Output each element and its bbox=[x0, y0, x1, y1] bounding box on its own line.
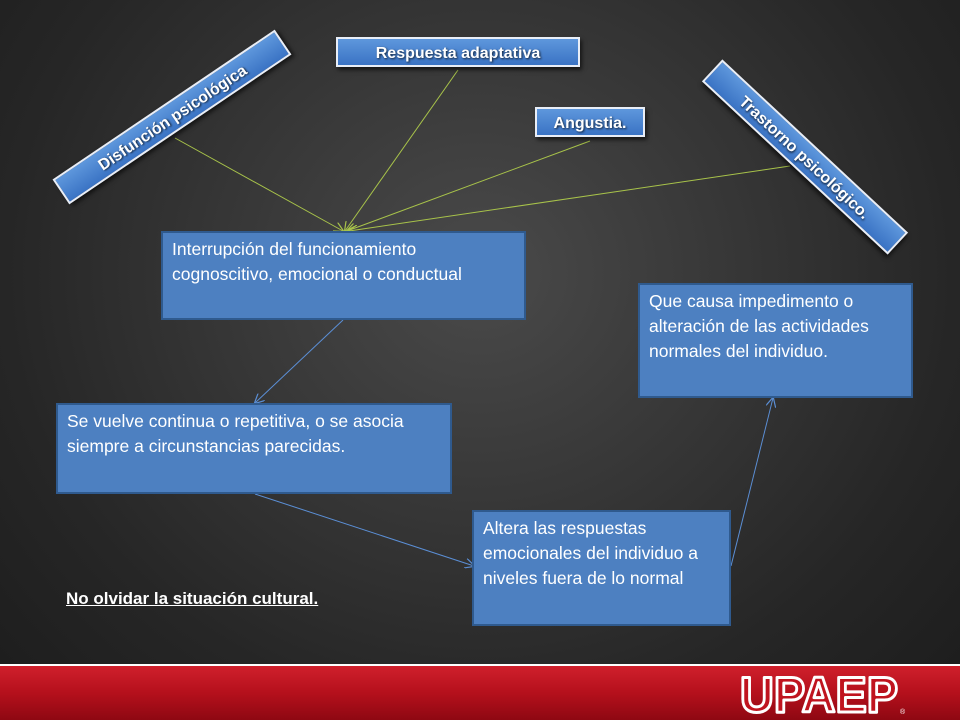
tag-trastorno-psicologico: Trastorno psicológico. bbox=[701, 59, 909, 255]
tag-angustia: Angustia. bbox=[535, 107, 645, 137]
tag-trastorno-label: Trastorno psicológico. bbox=[735, 93, 873, 223]
tag-disfuncion-psicologica: Disfunción psicológica bbox=[52, 29, 292, 205]
svg-text:UPAEP: UPAEP bbox=[740, 670, 898, 718]
box-interrupcion: Interrupción del funcionamiento cognosci… bbox=[161, 231, 526, 320]
note-situacion-cultural: No olvidar la situación cultural. bbox=[66, 589, 319, 608]
tag-respuesta-adaptativa: Respuesta adaptativa bbox=[336, 37, 580, 67]
connector-altera-impedimento bbox=[730, 398, 773, 567]
connector-disfuncion bbox=[174, 137, 343, 231]
tag-angustia-label: Angustia. bbox=[553, 115, 627, 132]
footer-divider bbox=[0, 664, 960, 666]
connector-trastorno bbox=[349, 165, 791, 231]
box-impedimento: Que causa impedimento o alteración de la… bbox=[638, 283, 913, 398]
box-altera: Altera las respuestas emocionales del in… bbox=[472, 510, 731, 626]
tag-disfuncion-label: Disfunción psicológica bbox=[95, 62, 251, 175]
connector-continua-altera bbox=[254, 493, 474, 566]
connector-respuesta bbox=[345, 69, 459, 231]
footer-band bbox=[0, 666, 960, 720]
box-continua: Se vuelve continua o repetitiva, o se as… bbox=[56, 403, 452, 494]
box-interrupcion-text: Interrupción del funcionamiento cognosci… bbox=[172, 239, 462, 284]
upaep-logo: UPAEP ® bbox=[739, 670, 907, 718]
svg-text:®: ® bbox=[900, 708, 906, 716]
box-continua-text: Se vuelve continua o repetitiva, o se as… bbox=[67, 411, 404, 456]
connector-angustia bbox=[347, 140, 591, 231]
tag-respuesta-label: Respuesta adaptativa bbox=[375, 45, 541, 62]
connector-interrupcion-continua bbox=[255, 319, 344, 403]
box-impedimento-text: Que causa impedimento o alteración de la… bbox=[649, 291, 869, 361]
box-altera-text: Altera las respuestas emocionales del in… bbox=[483, 518, 698, 588]
